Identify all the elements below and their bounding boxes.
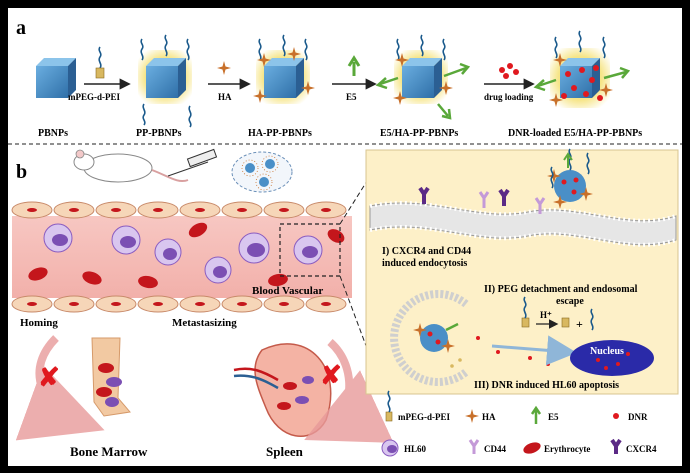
svg-text:Erythrocyte: Erythrocyte [544,444,590,454]
spleen-label: Spleen [266,444,304,459]
svg-text:HL60: HL60 [404,444,427,454]
endosome [390,290,469,386]
dnr-to-nucleus-arrow [491,335,577,366]
ha-pp-pbnp-particle [253,34,315,104]
proton-label: H⁺ [540,310,552,320]
svg-text:+: + [576,317,583,331]
dnr-dots-icon [499,63,519,79]
step-2-line-2: escape [556,296,584,307]
svg-text:HA: HA [482,412,496,422]
legend-item-hl60: HL60 [381,439,427,457]
zoom-box [279,223,341,277]
e5-ha-pp-pbnp-particle [375,34,471,120]
stage-label-ha-pp-pbnps: HA-PP-PBNPs [248,128,312,139]
cell-membrane [369,201,677,247]
homing-label: Homing [20,317,58,329]
blood-vessel: Blood Vascular [11,201,352,313]
e5-reagent-icon [347,55,361,76]
nucleus: Nucleus [570,340,654,376]
bone-marrow-label: Bone Marrow [70,444,148,459]
reagent-mpeg-label: mPEG-d-PEI [68,92,120,102]
nanoparticle-zoom-bubble [231,151,293,193]
pp-pbnp-particle [138,34,192,128]
step-1-line-1: I) CXCR4 and CD44 [382,246,471,257]
peg-reagent-icon [95,46,105,79]
metastasizing-arrow [304,338,394,443]
figure-frame: a mPEG-d-PEI HA [8,8,682,466]
panel-b: b [11,148,679,459]
mouse-illustration [73,149,189,183]
legend: mPEG-d-PEI HA E5 DNR HL60 [381,390,657,457]
legend-item-erythrocyte: Erythrocyte [523,442,590,454]
stage-label-pp-pbnps: PP-PBNPs [136,128,182,139]
stage-label-dnr-loaded: DNR-loaded E5/HA-PP-PBNPs [508,128,642,139]
dnr-loaded-particle [533,30,631,108]
ha-reagent-icon [217,61,231,75]
svg-text:E5: E5 [548,412,559,422]
reagent-drug-loading-label: drug loading [484,92,534,102]
legend-item-e5: E5 [530,405,559,424]
syringe-illustration [167,148,218,177]
panel-a: a mPEG-d-PEI HA [16,17,642,139]
legend-item-dnr: DNR [613,412,648,422]
receptors [418,186,546,214]
hl60-cells-in-vessel [43,223,323,284]
targeting-particle [547,148,593,209]
svg-text:CXCR4: CXCR4 [626,444,657,454]
reagent-ha-label: HA [218,92,232,102]
stage-label-pbnps: PBNPs [38,128,68,139]
svg-text:mPEG-d-PEI: mPEG-d-PEI [398,412,450,422]
blood-vascular-label: Blood Vascular [252,285,323,297]
svg-text:CD44: CD44 [484,444,506,454]
step-3-label: III) DNR induced HL60 apoptosis [474,380,619,391]
homing-arrow [15,335,105,441]
blocked-metastasis-x-icon: ✘ [320,361,342,390]
blocked-homing-x-icon: ✘ [38,363,60,392]
svg-text:DNR: DNR [628,412,648,422]
bone-marrow-illustration [91,337,131,417]
legend-item-cd44: CD44 [468,439,506,454]
mechanism-panel: I) CXCR4 and CD44 induced endocytosis II… [365,148,679,395]
vessel-wall-top [11,201,347,219]
reagent-e5-label: E5 [346,92,357,102]
legend-item-cxcr4: CXCR4 [610,438,657,454]
vessel-wall-bottom [11,295,347,313]
spleen-illustration [233,343,332,437]
nucleus-label: Nucleus [590,346,624,357]
stage-label-e5-ha-pp-pbnps: E5/HA-PP-PBNPs [380,128,458,139]
step-2-line-1: II) PEG detachment and endosomal [484,284,638,295]
panel-a-label: a [16,17,26,39]
legend-item-mpeg: mPEG-d-PEI [385,390,450,422]
panel-b-label: b [16,161,27,183]
step-1-line-2: induced endocytosis [382,258,467,269]
erythrocytes-in-vessel [28,222,345,289]
peg-detachment: H⁺ + [521,296,594,331]
metastasizing-label: Metastasizing [172,317,237,329]
legend-item-ha: HA [465,409,496,423]
